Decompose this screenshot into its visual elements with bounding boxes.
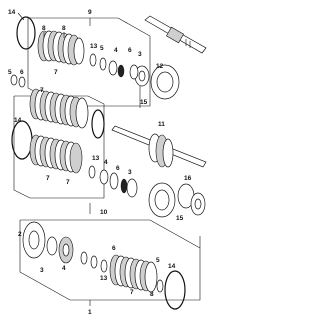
callout-7-mid-c: 7 [66,179,70,186]
callout-1: 1 [88,309,92,316]
callout-5-top: 5 [100,45,104,52]
callout-12: 12 [156,63,164,70]
callout-8-low: 8 [150,291,154,298]
callout-14-low: 14 [168,263,176,270]
callout-6-top: 6 [128,47,132,54]
lower-clutch-pack[interactable] [109,254,158,293]
middle-clutch-pack-lower[interactable] [29,134,83,174]
leader-lines [17,12,201,306]
callout-2: 2 [18,231,22,238]
callout-8-a: 8 [42,25,46,32]
exploded-parts-diagram: 14 9 8 8 7 13 5 4 6 3 12 15 5 6 7 14 7 7… [8,9,207,316]
callout-6-low: 6 [112,245,116,252]
middle-clutch-pack-upper[interactable] [29,88,89,129]
callout-3-low: 3 [40,267,44,274]
callout-10: 10 [100,209,108,216]
upper-assembly-frame [27,17,151,107]
callout-9: 9 [88,9,92,16]
middle-small-ring-left[interactable] [10,74,26,88]
middle-hub[interactable] [148,182,206,218]
callout-7-low: 7 [130,289,134,296]
upper-hub[interactable] [129,64,180,100]
callout-8-b: 8 [62,25,66,32]
callout-16: 16 [184,175,192,182]
callout-labels: 14 9 8 8 7 13 5 4 6 3 12 15 5 6 7 14 7 7… [8,9,192,316]
lower-drum[interactable] [22,221,74,264]
callout-14-mid: 14 [14,117,22,124]
callout-6-mid: 6 [20,69,24,76]
callout-14-top: 14 [8,9,16,16]
callout-11: 11 [158,121,165,128]
callout-5-mid: 5 [8,69,12,76]
callout-4: 4 [114,47,118,54]
lower-snap-ring[interactable] [156,270,186,310]
lower-small-rings[interactable] [80,251,108,273]
callout-6-mid-b: 6 [116,165,120,172]
callout-7-mid: 7 [40,87,44,94]
callout-7-mid-b: 7 [46,175,50,182]
middle-assembly-frame [13,95,105,199]
callout-7-top: 7 [54,69,58,76]
callout-4-low: 4 [62,265,66,272]
callout-15-top: 15 [140,99,148,106]
middle-small-rings[interactable] [88,165,138,198]
callout-13-low: 13 [100,275,108,282]
upper-small-rings[interactable] [89,53,125,78]
callout-4-mid: 4 [104,159,108,166]
middle-shaft[interactable] [111,125,207,168]
callout-13-mid: 13 [92,155,100,162]
callout-3-mid: 3 [128,169,132,176]
snap-ring-top[interactable] [16,16,36,50]
callout-15-mid: 15 [176,215,184,222]
callout-13: 13 [90,43,98,50]
callout-5-low: 5 [156,257,160,264]
callout-3: 3 [138,51,142,58]
upper-clutch-pack[interactable] [37,30,85,66]
lower-assembly-frame [19,219,201,301]
upper-shaft[interactable] [144,15,207,54]
